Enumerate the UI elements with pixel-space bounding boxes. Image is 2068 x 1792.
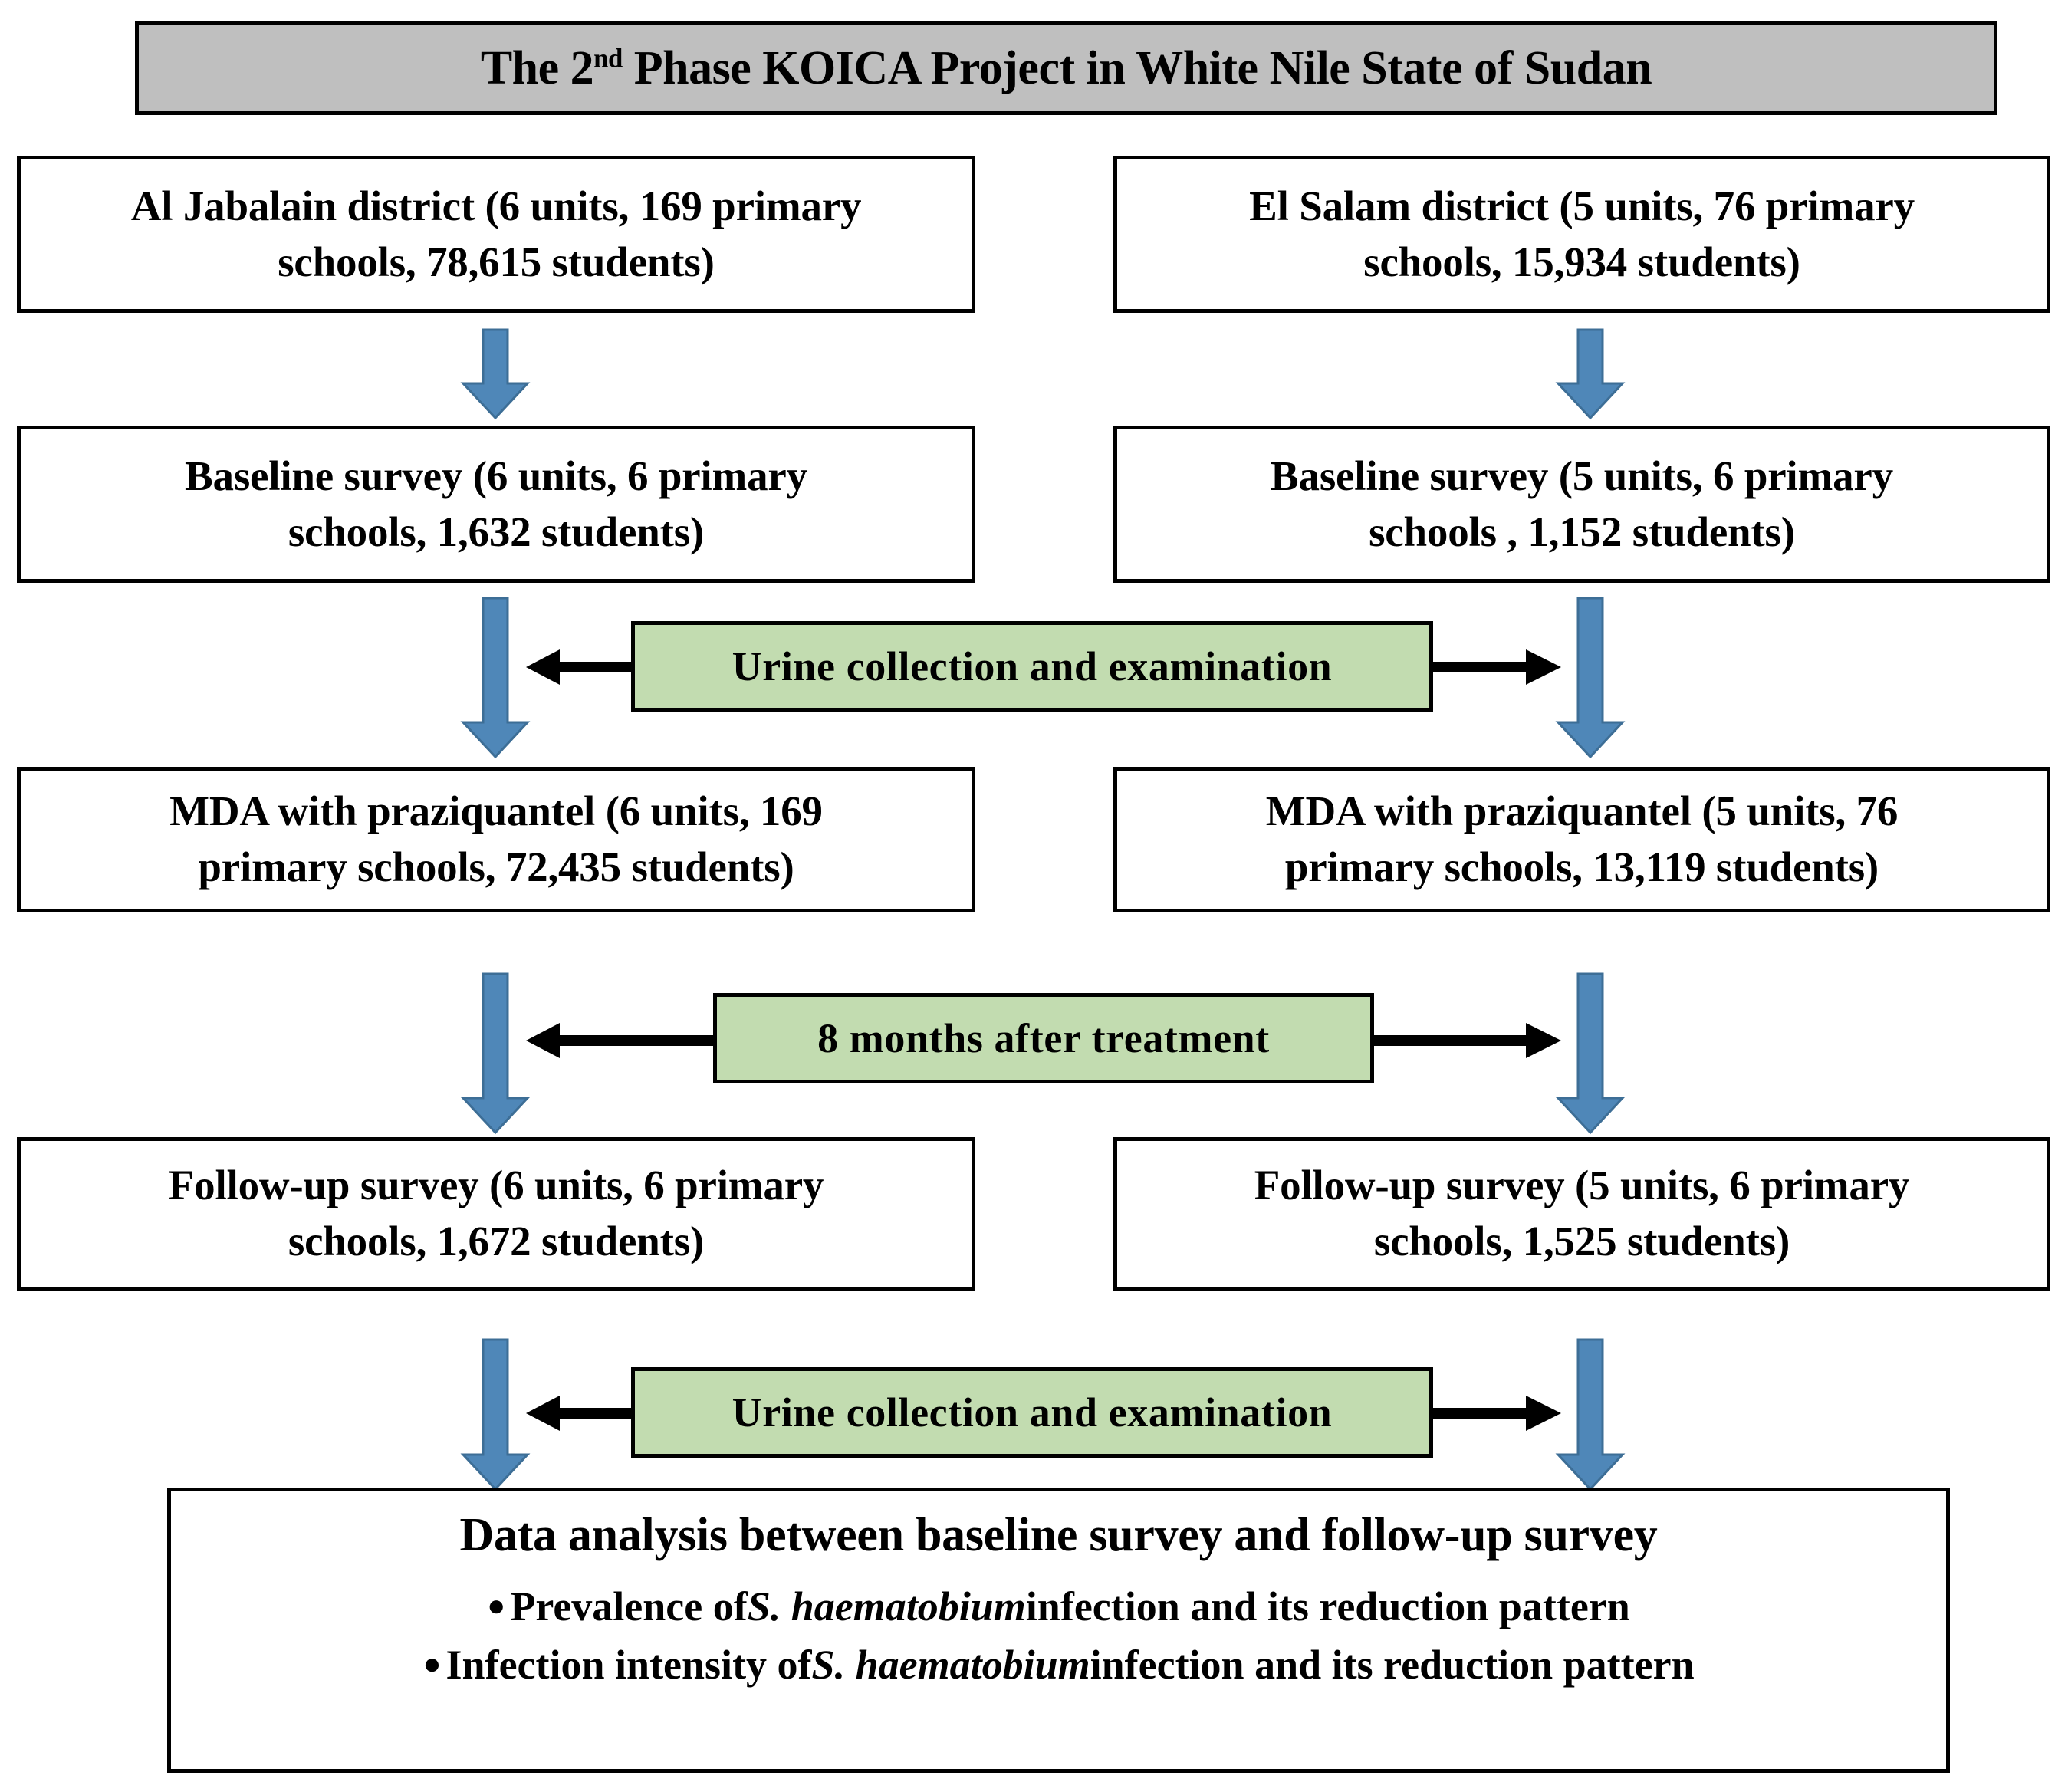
chart-title: The 2nd Phase KOICA Project in White Nil…: [481, 44, 1652, 92]
left-mda-line1: MDA with praziquantel (6 units, 169: [169, 787, 823, 835]
bullet-1-species: S. haematobium: [747, 1583, 1026, 1629]
left-followup-line2: schools, 1,672 students): [288, 1218, 705, 1264]
box-right-mda: MDA with praziquantel (5 units, 76 prima…: [1113, 767, 2050, 912]
left-baseline-line2: schools, 1,632 students): [288, 508, 705, 555]
box-right-baseline: Baseline survey (5 units, 6 primary scho…: [1113, 426, 2050, 583]
left-arrow-connector-3-icon: [526, 1396, 635, 1431]
blue-arrow-left-2: [460, 597, 531, 759]
left-baseline-line1: Baseline survey (6 units, 6 primary: [185, 452, 807, 499]
blue-arrow-right-1: [1555, 328, 1626, 420]
blue-arrow-left-1: [460, 328, 531, 420]
title-suffix: Phase KOICA Project in White Nile State …: [622, 42, 1652, 94]
connector-box-urine-2: Urine collection and examination: [631, 1367, 1433, 1458]
right-mda-line2: primary schools, 13,119 students): [1284, 843, 1879, 890]
left-mda-line2: primary schools, 72,435 students): [198, 843, 794, 890]
right-baseline-line1: Baseline survey (5 units, 6 primary: [1271, 452, 1893, 499]
right-arrow-connector-1-icon: [1432, 649, 1561, 685]
bullet-1-pre: Prevalence of: [510, 1583, 748, 1629]
right-arrow-connector-3-icon: [1432, 1396, 1561, 1431]
box-left-district: Al Jabalain district (6 units, 169 prima…: [17, 156, 975, 313]
chart-title-banner: The 2nd Phase KOICA Project in White Nil…: [135, 21, 1997, 115]
right-arrow-connector-2-icon: [1374, 1023, 1561, 1058]
analysis-heading: Data analysis between baseline survey an…: [459, 1509, 1658, 1561]
analysis-bullet-1: ● Prevalence of S. haematobium infection…: [487, 1583, 1630, 1629]
bullet-dot-icon: ●: [422, 1646, 442, 1682]
box-left-mda: MDA with praziquantel (6 units, 169 prim…: [17, 767, 975, 912]
bullet-1-post: infection and its reduction pattern: [1025, 1583, 1630, 1629]
left-arrow-connector-2-icon: [526, 1023, 716, 1058]
blue-arrow-right-2: [1555, 597, 1626, 759]
connector-box-8-months: 8 months after treatment: [713, 993, 1374, 1083]
bullet-2-post: infection and its reduction pattern: [1090, 1642, 1695, 1688]
connector-label-urine-1: Urine collection and examination: [732, 643, 1333, 689]
connector-box-urine-1: Urine collection and examination: [631, 621, 1433, 712]
box-left-followup: Follow-up survey (6 units, 6 primary sch…: [17, 1137, 975, 1291]
right-followup-line1: Follow-up survey (5 units, 6 primary: [1254, 1162, 1910, 1209]
left-followup-line1: Follow-up survey (6 units, 6 primary: [168, 1162, 824, 1209]
title-prefix: The 2: [480, 42, 594, 94]
right-mda-line1: MDA with praziquantel (5 units, 76: [1265, 787, 1899, 835]
right-district-line1: El Salam district (5 units, 76 primary: [1249, 182, 1915, 229]
left-arrow-connector-1-icon: [526, 649, 635, 685]
box-right-district: El Salam district (5 units, 76 primary s…: [1113, 156, 2050, 313]
blue-arrow-right-3: [1555, 972, 1626, 1135]
connector-label-urine-2: Urine collection and examination: [732, 1389, 1333, 1435]
bullet-dot-icon: ●: [487, 1588, 506, 1623]
right-district-line2: schools, 15,934 students): [1363, 238, 1800, 285]
analysis-bullet-2: ● Infection intensity of S. haematobium …: [422, 1642, 1694, 1688]
box-right-followup: Follow-up survey (5 units, 6 primary sch…: [1113, 1137, 2050, 1291]
blue-arrow-right-4: [1555, 1338, 1626, 1491]
connector-label-8-months: 8 months after treatment: [817, 1015, 1270, 1061]
blue-arrow-left-3: [460, 972, 531, 1135]
left-district-line2: schools, 78,615 students): [278, 238, 715, 285]
box-data-analysis: Data analysis between baseline survey an…: [167, 1488, 1950, 1773]
blue-arrow-left-4: [460, 1338, 531, 1491]
left-district-line1: Al Jabalain district (6 units, 169 prima…: [130, 182, 862, 229]
box-left-baseline: Baseline survey (6 units, 6 primary scho…: [17, 426, 975, 583]
right-followup-line2: schools, 1,525 students): [1373, 1218, 1790, 1264]
title-superscript: nd: [593, 43, 623, 74]
bullet-2-pre: Infection intensity of: [445, 1642, 812, 1688]
bullet-2-species: S. haematobium: [811, 1642, 1090, 1688]
right-baseline-line2: schools , 1,152 students): [1369, 508, 1795, 555]
